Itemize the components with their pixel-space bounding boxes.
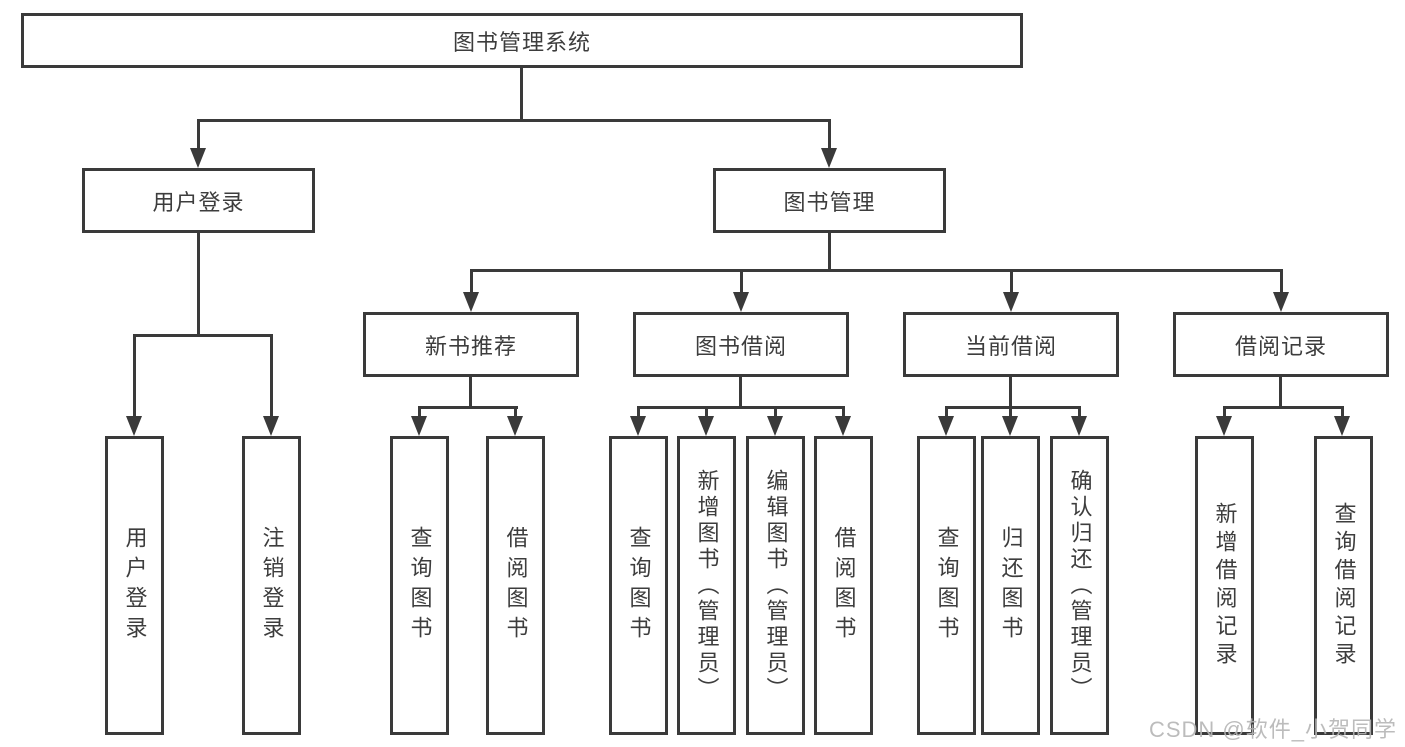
arrowhead (1071, 416, 1087, 436)
node-current-borrow: 当前借阅 (903, 312, 1119, 377)
arrowhead (733, 292, 749, 312)
leaf-borrow-books: 借阅图书 (814, 436, 873, 735)
connector-root-hbar (197, 119, 831, 122)
node-root: 图书管理系统 (21, 13, 1023, 68)
leaf-recommend-query-books: 查询图书 (390, 436, 449, 735)
arrowhead (507, 416, 523, 436)
connector-bookmgmt-hbar (470, 269, 1282, 272)
leaf-add-books-admin: 新增图书（管理员） (677, 436, 736, 735)
arrowhead (767, 416, 783, 436)
connector-stub (740, 269, 743, 293)
connector-current-hbar (945, 406, 1080, 409)
connector-stub (637, 406, 640, 418)
connector-stub (418, 406, 421, 418)
node-new-book-recommend: 新书推荐 (363, 312, 579, 377)
connector-records-drop (1279, 377, 1282, 408)
arrowhead (821, 148, 837, 168)
node-user-login: 用户登录 (82, 168, 315, 233)
leaf-borrow-query-books: 查询图书 (609, 436, 668, 735)
leaf-user-login: 用户登录 (105, 436, 164, 735)
connector-stub-book-mgmt (828, 119, 831, 151)
connector-records-hbar (1223, 406, 1344, 409)
connector-userlogin-hbar (133, 334, 272, 337)
arrowhead (698, 416, 714, 436)
connector-stub (1341, 406, 1344, 418)
leaf-logout: 注销登录 (242, 436, 301, 735)
leaf-add-borrow-record: 新增借阅记录 (1195, 436, 1254, 735)
connector-stub (1223, 406, 1226, 418)
leaf-query-borrow-record: 查询借阅记录 (1314, 436, 1373, 735)
arrowhead (835, 416, 851, 436)
leaf-current-query-books: 查询图书 (917, 436, 976, 735)
arrowhead (938, 416, 954, 436)
connector-stub-user-login (197, 119, 200, 151)
leaf-edit-books-admin: 编辑图书（管理员） (746, 436, 805, 735)
arrowhead (190, 148, 206, 168)
connector-stub (945, 406, 948, 418)
connector-stub (270, 334, 273, 417)
connector-stub (514, 406, 517, 418)
arrowhead (1216, 416, 1232, 436)
connector-recommend-hbar (418, 406, 518, 409)
connector-bookmgmt-drop (828, 233, 831, 271)
arrowhead (411, 416, 427, 436)
leaf-confirm-return-admin: 确认归还（管理员） (1050, 436, 1109, 735)
arrowhead (463, 292, 479, 312)
connector-recommend-drop (469, 377, 472, 408)
connector-stub (470, 269, 473, 293)
arrowhead (630, 416, 646, 436)
node-borrow-records: 借阅记录 (1173, 312, 1389, 377)
arrowhead (1003, 292, 1019, 312)
connector-borrow-drop (739, 377, 742, 408)
connector-stub (1078, 406, 1081, 418)
connector-stub (1010, 269, 1013, 293)
node-book-borrow: 图书借阅 (633, 312, 849, 377)
arrowhead (263, 416, 279, 436)
arrowhead (1273, 292, 1289, 312)
connector-stub (1280, 269, 1283, 293)
leaf-return-books: 归还图书 (981, 436, 1040, 735)
connector-borrow-hbar (637, 406, 845, 409)
node-book-management: 图书管理 (713, 168, 946, 233)
connector-stub (133, 334, 136, 417)
connector-stub (1009, 406, 1012, 418)
connector-current-drop (1009, 377, 1012, 408)
arrowhead (1334, 416, 1350, 436)
connector-stub (774, 406, 777, 418)
connector-stub (705, 406, 708, 418)
connector-root-drop (520, 68, 523, 121)
arrowhead (1002, 416, 1018, 436)
connector-stub (842, 406, 845, 418)
arrowhead (126, 416, 142, 436)
csdn-watermark: CSDN @软件_小贺同学 (1148, 717, 1397, 742)
connector-userlogin-drop (197, 233, 200, 335)
leaf-recommend-borrow-books: 借阅图书 (486, 436, 545, 735)
